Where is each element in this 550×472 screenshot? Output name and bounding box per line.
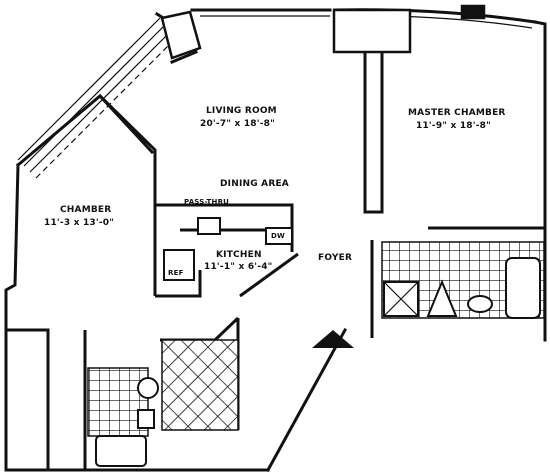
entry-arrow-icon	[312, 330, 354, 348]
label-dining-area: DINING AREA	[220, 179, 289, 189]
label-foyer: FOYER	[318, 253, 353, 263]
dims-living-room: 20'-7" x 18'-8"	[200, 119, 276, 129]
label-chamber: CHAMBER	[60, 205, 112, 215]
columns	[160, 4, 486, 60]
label-kitchen: KITCHEN	[216, 250, 262, 260]
label-refrigerator: REF	[168, 269, 184, 277]
dims-chamber: 11'-3 x 13'-0"	[44, 218, 115, 228]
kitchen-fixtures	[163, 217, 293, 281]
label-pass-thru: PASS-THRU	[184, 198, 230, 206]
window-bands	[17, 15, 533, 179]
bath-fixtures	[95, 257, 541, 467]
dims-master-chamber: 11'-9" x 18'-8"	[416, 121, 492, 131]
label-master-chamber: MASTER CHAMBER	[408, 108, 506, 118]
label-living-room: LIVING ROOM	[206, 106, 277, 116]
dims-kitchen: 11'-1" x 6'-4"	[204, 262, 273, 272]
label-dishwasher: DW	[271, 232, 285, 240]
